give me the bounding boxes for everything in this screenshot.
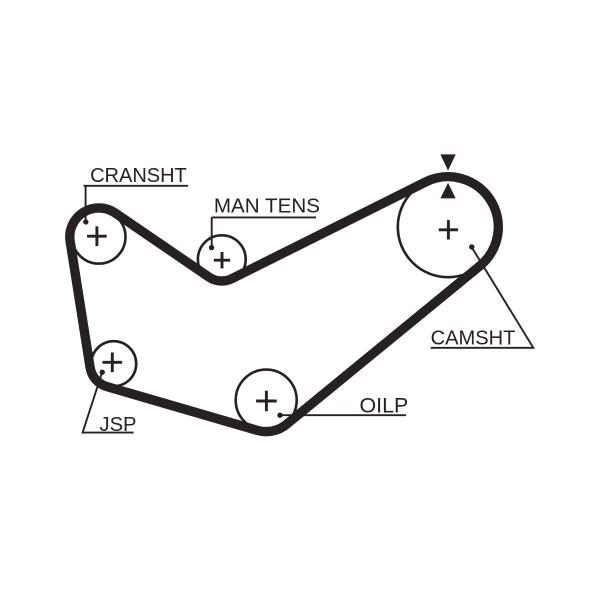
- svg-text:JSP: JSP: [100, 414, 137, 436]
- svg-text:MAN TENS: MAN TENS: [214, 195, 320, 218]
- svg-text:CAMSHT: CAMSHT: [431, 327, 516, 349]
- svg-text:OILP: OILP: [360, 394, 409, 418]
- svg-text:CRANSHT: CRANSHT: [90, 165, 187, 187]
